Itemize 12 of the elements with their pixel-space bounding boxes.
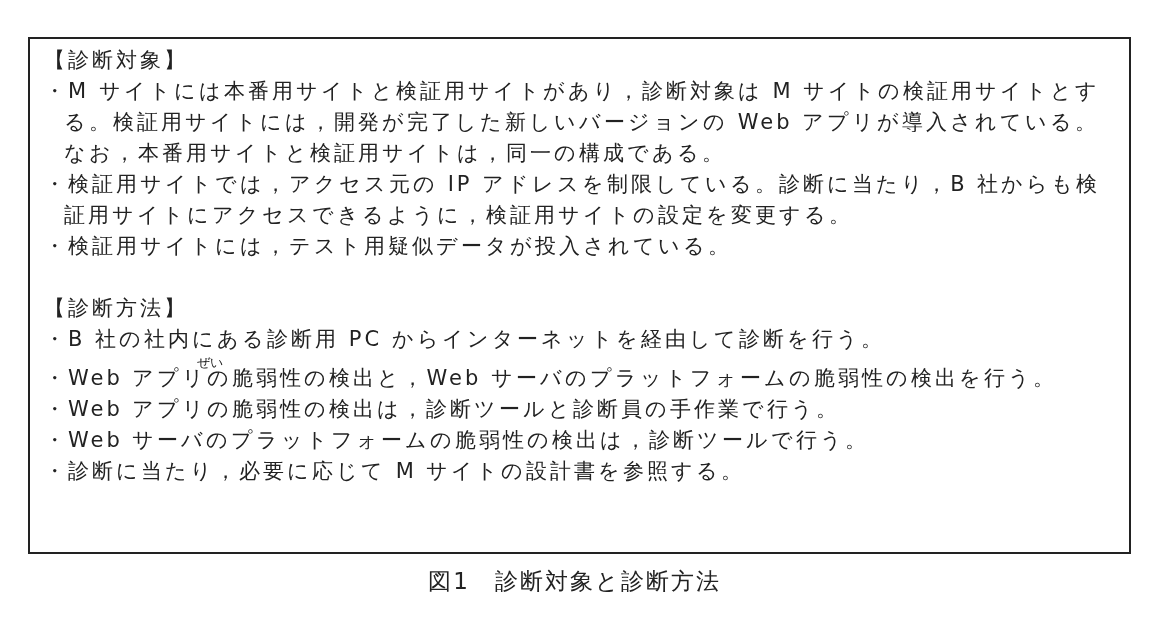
bullet-text: ・Web サーバのプラットフォームの脆弱性の検出は，診断ツールで行う。 (44, 427, 871, 454)
bullet-text: ・検証用サイトでは，アクセス元の IP アドレスを制限している。診断に当たり，B 社からも検証用サイトにアクセスできるように，検証用サイトの設定を変更する。 (44, 171, 1102, 229)
figure-caption: 図1 診断対象と診断方法 (427, 567, 722, 596)
section-heading: 【診断方法】 (44, 295, 189, 322)
bullet-text: ・M サイトには本番用サイトと検証用サイトがあり，診断対象は M サイトの検証用サイトとする。検証用サイトには，開発が完了した新しいバージョンの Web アプリが導入されている。なお，本番用サイトと検証用サイトは，同一の構成である。 (44, 78, 1102, 167)
section-heading: 【診断対象】 (44, 47, 189, 74)
bullet-text: ・診断に当たり，必要に応じて M サイトの設計書を参照する。 (44, 458, 747, 485)
bullet-text: ・B 社の社内にある診断用 PC からインターネットを経由して診断を行う。 (44, 326, 886, 353)
text-frame (28, 37, 1131, 554)
furigana: ぜい (197, 356, 223, 369)
bullet-text: ・検証用サイトには，テスト用疑似データが投入されている。 (44, 233, 733, 260)
bullet-text: ・Web アプリの脆弱性の検出は，診断ツールと診断員の手作業で行う。 (44, 396, 842, 423)
